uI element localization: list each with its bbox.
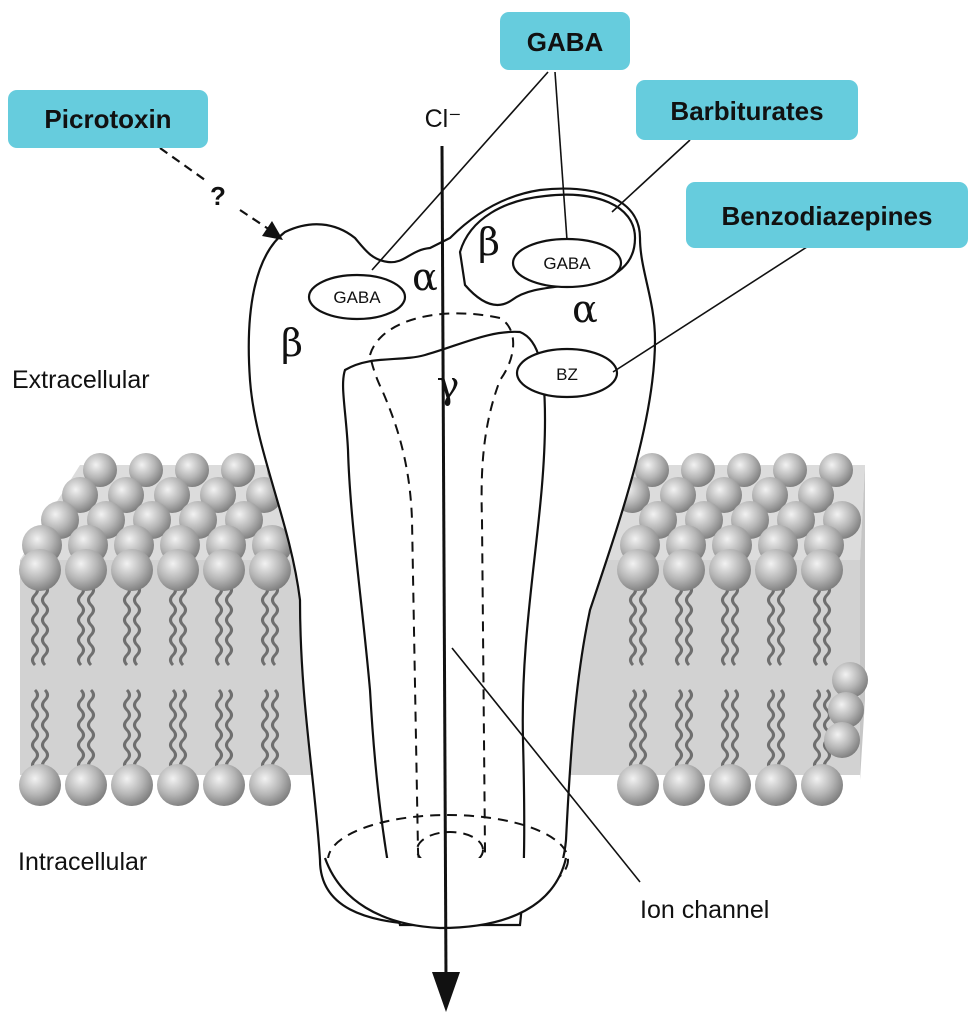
lipid-head: [157, 764, 199, 806]
gaba-site-left-label: GABA: [333, 288, 381, 307]
picrotoxin-arrowhead: [262, 221, 283, 240]
callout-gaba: GABA: [500, 12, 630, 70]
callout-picrotoxin-label: Picrotoxin: [44, 104, 171, 134]
callout-gaba-label: GABA: [527, 27, 604, 57]
picrotoxin-arrow-line-lower: [240, 210, 270, 230]
extracellular-label: Extracellular: [12, 366, 150, 394]
lipid-head: [755, 549, 797, 591]
intracellular-label: Intracellular: [18, 848, 147, 876]
lipid-head: [19, 764, 61, 806]
lipid-head: [249, 764, 291, 806]
lipid-head: [801, 549, 843, 591]
lipid-head: [709, 549, 751, 591]
lipid-head: [157, 549, 199, 591]
picrotoxin-question-mark: ?: [210, 181, 226, 211]
chloride-ion-label: Cl⁻: [425, 105, 462, 133]
callout-benzodiazepines-label: Benzodiazepines: [722, 201, 933, 231]
bz-site-label: BZ: [556, 365, 578, 384]
callout-barbiturates: Barbiturates: [636, 80, 858, 140]
lipid-head: [824, 722, 860, 758]
lipid-head: [203, 764, 245, 806]
beta-top-label: β: [478, 220, 500, 264]
lipid-head: [65, 764, 107, 806]
alpha-right-label: α: [572, 287, 598, 331]
alpha-left-label: α: [412, 255, 438, 299]
ion-channel-label: Ion channel: [640, 896, 769, 924]
arrowhead-down: [432, 972, 460, 1012]
lipid-head: [111, 549, 153, 591]
lipid-head: [65, 549, 107, 591]
gaba-site-right-label: GABA: [543, 254, 591, 273]
lipid-head: [755, 764, 797, 806]
lipid-head: [709, 764, 751, 806]
beta-left-label: β: [281, 321, 303, 365]
callout-barbiturates-label: Barbiturates: [670, 96, 823, 126]
lipid-head: [617, 549, 659, 591]
gamma-label: γ: [437, 363, 460, 407]
lipid-head: [249, 549, 291, 591]
lipid-head: [111, 764, 153, 806]
callout-picrotoxin: Picrotoxin: [8, 90, 208, 148]
lipid-head: [801, 764, 843, 806]
lipid-head: [203, 549, 245, 591]
lipid-head: [19, 549, 61, 591]
callout-benzodiazepines: Benzodiazepines: [686, 182, 968, 248]
picrotoxin-arrow-line: [160, 148, 205, 180]
lipid-head: [663, 764, 705, 806]
lipid-head: [663, 549, 705, 591]
lipid-head: [617, 764, 659, 806]
